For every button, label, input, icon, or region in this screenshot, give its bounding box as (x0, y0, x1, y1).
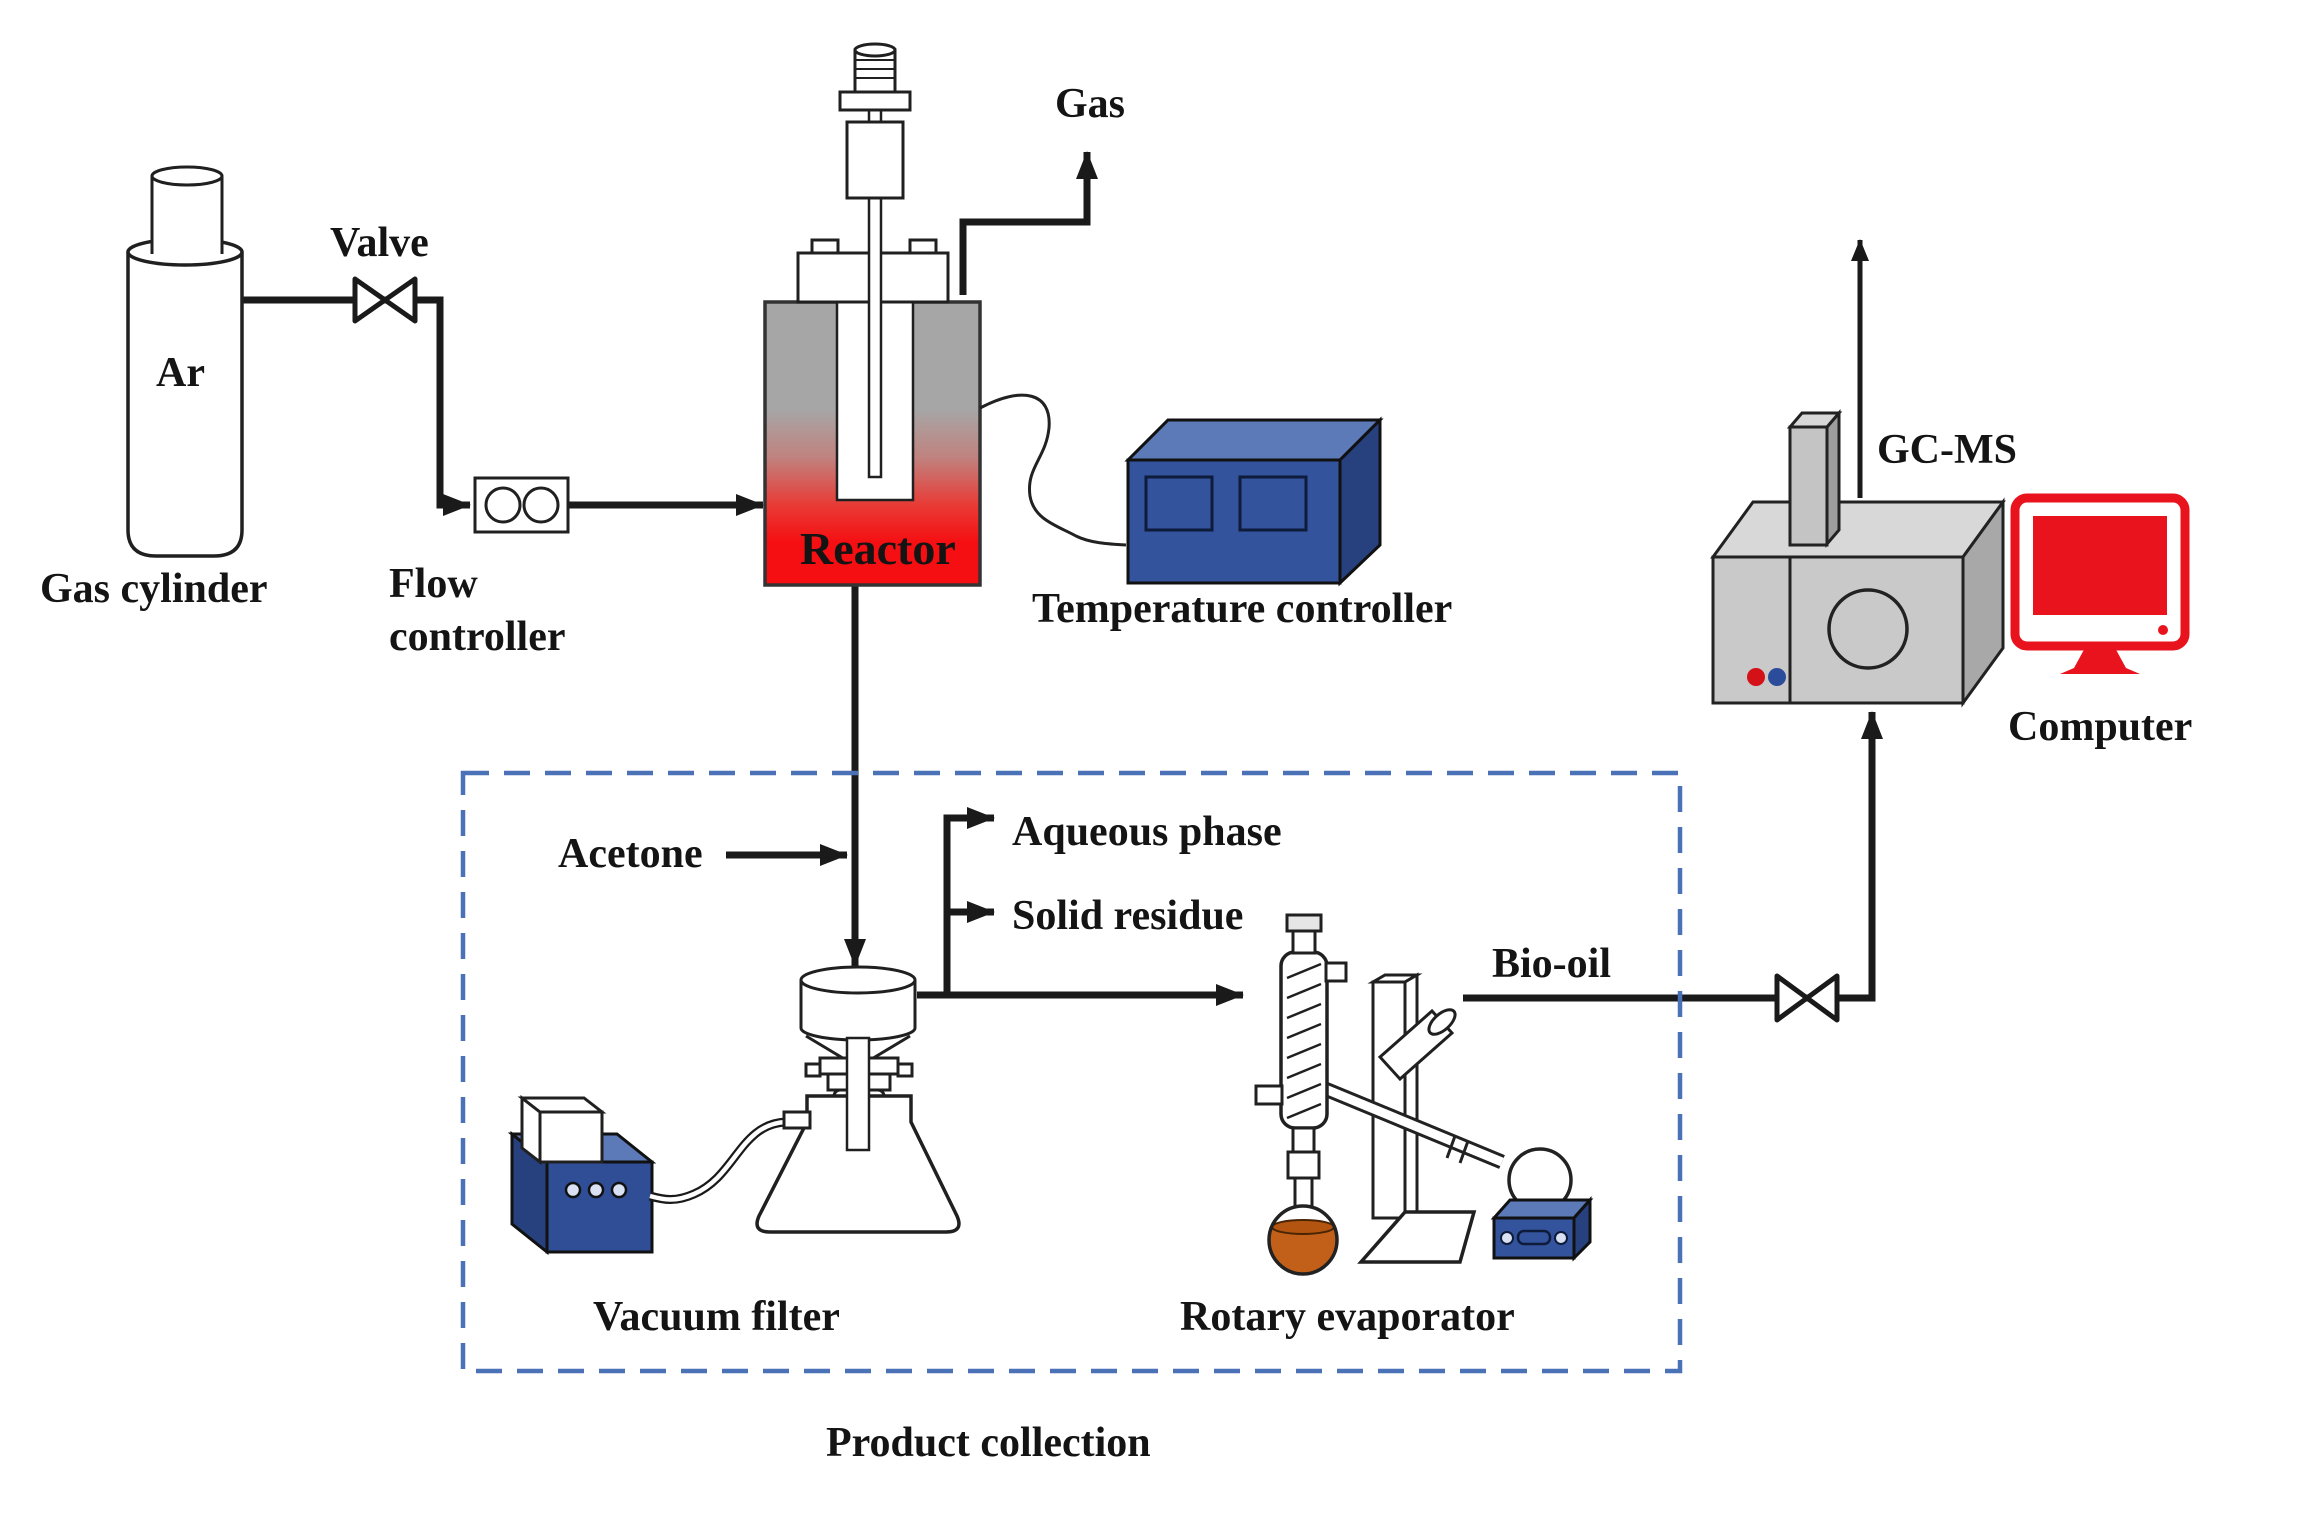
line-cylinder-to-flow-controller (242, 296, 471, 516)
reactor-label: Reactor (800, 523, 956, 574)
pump-button (610, 1181, 628, 1199)
gcms-oven-door (1827, 588, 1909, 670)
cylinder-neck-mask (152, 176, 222, 252)
stirrer-plate (838, 90, 912, 112)
reactor: Reactor Gas (763, 42, 1125, 587)
condenser-neck (1291, 927, 1317, 955)
vacuum-filter-label: Vacuum filter (593, 1294, 840, 1340)
gas-outlet-label: Gas (1055, 81, 1125, 127)
erlenmeyer-flask (755, 1094, 961, 1234)
flow-controller-dial (484, 486, 522, 524)
condenser-nozzle-left (1254, 1084, 1284, 1106)
filter-ear (804, 1062, 822, 1078)
flow-lines (242, 151, 1883, 1006)
controller-display (1144, 475, 1214, 532)
reactor-bolt (810, 238, 840, 255)
rotary-evaporator: Rotary evaporator Bio-oil (1180, 913, 1611, 1340)
product-collection-section: Product collection Acetone Aqueous phase… (460, 770, 1683, 1466)
bio-oil-label: Bio-oil (1492, 941, 1611, 987)
rotary-evaporator-label: Rotary evaporator (1180, 1294, 1515, 1340)
valve-icon (382, 276, 418, 324)
controller-top-face (1124, 418, 1384, 462)
aqueous-phase-label: Aqueous phase (1012, 809, 1282, 855)
monitor-stand (2060, 646, 2140, 674)
flow-controller: Flow controller (389, 476, 570, 660)
vacuum-hose-outer (648, 1117, 787, 1204)
gas-cylinder: Ar Gas cylinder (40, 165, 268, 612)
cylinder-body (126, 252, 244, 558)
flow-controller-dial (522, 486, 560, 524)
funnel-rim (799, 965, 917, 995)
pump-button (564, 1181, 582, 1199)
valve-icon (352, 276, 388, 324)
valve-label: Valve (330, 220, 429, 266)
stand-base (1357, 1210, 1477, 1264)
pump-front-face (545, 1160, 654, 1254)
pump-button (587, 1181, 605, 1199)
cylinder-neck-top (150, 165, 224, 187)
condenser-joint (1286, 1150, 1321, 1180)
condenser-cap (1285, 913, 1323, 933)
vacuum-hose-inner (649, 1119, 787, 1202)
funnel-stem (845, 1036, 871, 1152)
line-gas-outlet (959, 151, 1098, 295)
valve-icon (1804, 973, 1840, 1023)
acetone-label: Acetone (558, 831, 703, 877)
bath-display (1516, 1229, 1552, 1246)
line-bio-oil-to-gcms (1807, 711, 1883, 1002)
stirrer-coupling (845, 120, 905, 200)
bath-knob (1554, 1231, 1568, 1245)
indicator-light-blue (1768, 668, 1786, 686)
stand-side (1403, 972, 1419, 1221)
flask-side-arm (782, 1110, 812, 1130)
controller-display (1238, 475, 1308, 532)
gas-type-label: Ar (156, 350, 205, 396)
tube-joint (1458, 1140, 1470, 1164)
funnel-cone (805, 1034, 847, 1062)
flow-controller-label-1: Flow (389, 561, 478, 607)
pump-module-front (538, 1110, 604, 1164)
condenser-nozzle-right (1324, 961, 1348, 983)
monitor-screen (2033, 516, 2167, 615)
condenser-joint (1291, 1126, 1316, 1154)
solid-residue-label: Solid residue (1012, 893, 1243, 939)
gcms-top-face (1710, 500, 2006, 559)
motor-top (853, 42, 897, 58)
indicator-light-red (1747, 668, 1765, 686)
valve-1: Valve (330, 220, 429, 324)
computer: Computer (2008, 493, 2192, 750)
gas-cylinder-label: Gas cylinder (40, 566, 268, 612)
bath-knob (1500, 1231, 1514, 1245)
vapor-duct-mouth (1427, 1008, 1457, 1036)
product-collection-label: Product collection (826, 1420, 1151, 1466)
condenser-coil (1286, 962, 1322, 1120)
rotary-tube-inner (1316, 1081, 1504, 1167)
tube-joint (1445, 1135, 1457, 1159)
valve-icon (1774, 973, 1810, 1023)
stand-bar (1371, 980, 1407, 1220)
gcms: GC-MS (1710, 239, 2017, 708)
filter-ear (896, 1062, 914, 1078)
liquid-surface (1271, 1219, 1335, 1235)
thermocouple-wire (979, 393, 1127, 547)
valve-2 (1774, 973, 1840, 1023)
temperature-controller-label: Temperature controller (1032, 586, 1452, 632)
gcms-label: GC-MS (1877, 427, 2017, 473)
vacuum-filter: Vacuum filter (507, 965, 961, 1340)
line-aqueous-branch (943, 807, 995, 995)
temperature-controller: Temperature controller (979, 393, 1452, 632)
product-collection-border (460, 770, 1683, 1374)
gcms-column-front (1788, 425, 1829, 547)
funnel-cone (869, 1034, 911, 1062)
computer-label: Computer (2008, 704, 2192, 750)
bio-oil-liquid (1269, 1227, 1338, 1275)
receiving-flask (1267, 1204, 1339, 1276)
power-led (2158, 625, 2168, 635)
flow-controller-label-2: controller (389, 614, 566, 660)
reactor-bolt (908, 238, 938, 255)
gcms-column-side (1825, 408, 1841, 549)
